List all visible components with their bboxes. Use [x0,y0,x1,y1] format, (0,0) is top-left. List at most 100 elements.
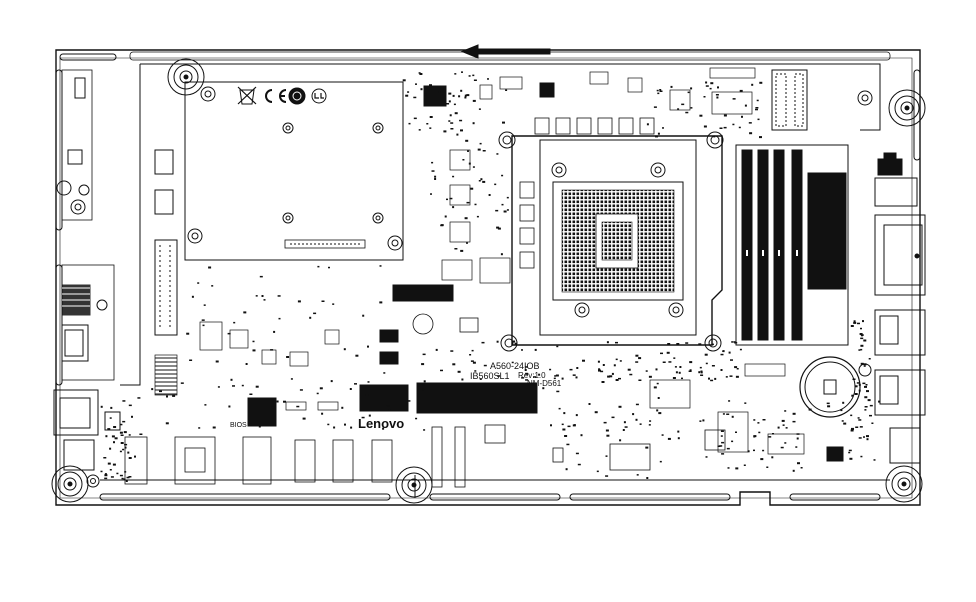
smd-pad [721,441,725,444]
smd-pad [330,380,333,383]
smd-pad [297,300,301,303]
smd-pad [137,397,141,399]
smd-pad [514,342,517,345]
smd-pad [472,166,475,168]
smd-pad [572,374,576,376]
smd-pad [850,429,854,432]
smd-pad [785,427,788,429]
mounting-hole-icon [885,465,923,503]
smd-pad [588,403,591,405]
smd-pad [702,419,705,422]
mounting-hole-icon [395,466,433,504]
smd-pad [700,370,703,372]
smd-pad [255,295,258,297]
smd-pad [478,108,481,110]
smd-pad [606,434,610,437]
smd-pad [656,89,659,92]
smd-pad [454,112,458,115]
smd-pad [852,378,856,380]
smd-pad [575,452,579,455]
smd-pad [657,92,660,95]
smd-pad [618,377,621,380]
smd-pad [502,121,505,124]
smd-pad [635,354,639,357]
smd-pad [609,375,613,378]
smd-pad [854,393,858,395]
smd-pad [689,361,693,364]
smd-pad [655,368,658,371]
smd-pad [276,400,279,403]
smd-pad [122,448,125,451]
smd-pad [735,431,737,433]
smd-pad [605,429,609,432]
smd-pad [726,413,730,415]
smd-pad [309,316,312,319]
smd-pad [679,366,682,368]
smd-pad [598,368,601,371]
smd-pad [476,215,479,218]
smd-pad [421,384,425,386]
recycle-mark-icon [288,87,306,105]
smd-pad [653,386,657,389]
smd-pad [766,466,769,468]
smd-pad [710,82,714,85]
smd-pad [415,83,417,85]
smd-pad [690,87,693,90]
smd-pad [659,89,662,91]
smd-pad [705,85,709,87]
smd-pad [461,71,463,73]
smd-pad [722,350,725,352]
smd-pad [622,429,625,431]
smd-pad [771,456,774,459]
smd-pad [726,447,730,450]
smd-pad [723,114,727,117]
smd-pad [615,358,618,361]
left-connectors [53,69,121,471]
smd-pad [675,371,678,374]
smd-pad [534,348,537,351]
smd-pad [860,327,862,330]
smd-pad [553,377,556,380]
bottom-headers [124,313,726,488]
smd-pad [333,426,336,429]
smd-pad [450,122,454,124]
smd-pad [362,314,365,317]
smd-pad [635,361,639,363]
smd-pad [796,437,799,440]
smd-pad [368,414,371,417]
smd-pad [866,390,869,393]
top-small-parts [154,67,805,455]
smd-pad [452,206,455,209]
smd-pad [624,426,628,428]
chip-blocks [247,82,844,462]
smd-pad [506,209,509,211]
mounting-hole-icon [888,89,926,127]
smd-pad [674,366,677,368]
smd-pad [382,427,385,430]
smd-pad [603,421,607,424]
smd-pad [596,470,599,473]
smd-pad [594,411,598,414]
smd-pad [759,81,763,84]
smd-pad [635,418,638,421]
smd-pad [611,416,615,419]
smd-pad [249,393,253,395]
smd-pad [656,409,659,412]
smd-pad [450,350,454,352]
smd-pad [699,114,703,117]
smd-pad [344,423,346,426]
smd-pad [700,371,703,374]
smd-pad [422,388,425,391]
smd-pad [464,217,468,220]
smd-pad [677,108,680,110]
smd-pad [159,390,162,393]
smd-pad [123,478,126,480]
smd-pad [245,363,248,365]
smd-pad [321,412,324,415]
smd-pad [426,123,429,125]
smd-pad [716,96,719,99]
ce-mark-icon [265,89,287,103]
vrm-chokes [519,117,655,269]
smd-pad [263,299,266,301]
smd-pad [125,480,128,482]
